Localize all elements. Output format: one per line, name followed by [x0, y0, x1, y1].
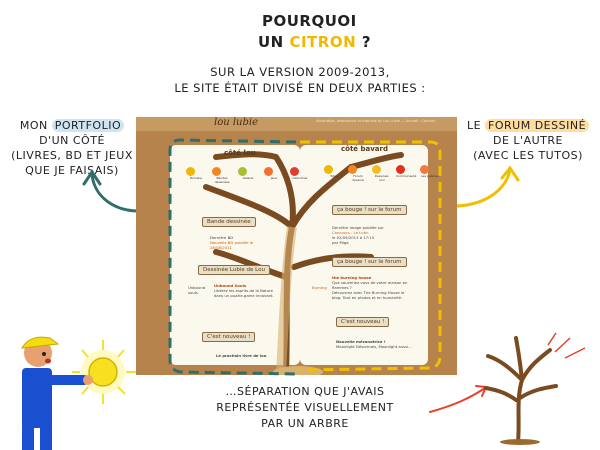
forum-label: Le forum dessiné de l'autre (avec les tu… [458, 118, 598, 163]
bottom-line-3: par un arbre [261, 417, 349, 430]
site-logo: lou lubie [214, 117, 258, 128]
title-line-2: un citron ? [258, 33, 371, 51]
forum-prefix: Le [466, 119, 486, 132]
portfolio-prefix: Mon [19, 119, 52, 132]
meca-title[interactable]: Nouvelle mécanotrice ! [336, 339, 386, 344]
title-line-1: Pourquoi [262, 12, 357, 30]
unbound-desc: Libérez les esprits de la Nature dans un… [214, 288, 274, 298]
fruit-item[interactable]: Communauté [396, 165, 416, 182]
portfolio-label-line-1: Mon portfolio [6, 118, 138, 133]
character-icon [21, 336, 136, 450]
fruit-item[interactable]: Les galeries [420, 165, 440, 182]
sparkle-red [547, 332, 586, 359]
bd-text-1: Dernière BD [210, 235, 234, 240]
forum-text-4: par Miga [332, 240, 349, 245]
forum-text-1: Dernière image publiée sur [332, 225, 384, 230]
burning-desc: Découvrez avec The Burning House le blog… [332, 290, 405, 300]
fruit-item[interactable]: Bandes dessinées [212, 167, 232, 184]
burning-block: the burning house Que sauveriez-vous de … [332, 275, 412, 300]
title-suffix: ? [356, 33, 372, 51]
unbound-title[interactable]: Unbound Souls [214, 283, 247, 288]
bd-block: Dernière BD Nouvelle BD publiée le 28/08… [210, 235, 275, 250]
right-side-title: côté bavard [341, 145, 388, 153]
bottom-text: …séparation que j'avais représentée visu… [190, 384, 420, 432]
forum-label-line-1: Le forum dessiné [458, 118, 598, 133]
banner-lubie: Dessinée Lubie de Lou [198, 265, 270, 275]
portfolio-label: Mon portfolio d'un côté (livres, BD et j… [6, 118, 138, 178]
forum-text-2[interactable]: Concours - Le Lutin [332, 230, 369, 235]
bd-text-2[interactable]: Nouvelle BD publiée le 28/08/2011 [210, 240, 254, 250]
fruit-item[interactable]: Forum dessiné [348, 165, 368, 182]
left-side-title: côté lou [224, 149, 256, 157]
title-highlight: citron [289, 33, 357, 51]
forum-label-line-2: de l'autre [493, 134, 563, 147]
burning-title[interactable]: the burning house [332, 275, 372, 280]
website-screenshot: lou lubie Illustration, webcomics et tut… [136, 117, 457, 375]
site-header [136, 117, 457, 131]
arrow-right-head [500, 165, 520, 182]
fruit-item[interactable]: Galerie [238, 167, 258, 184]
burning-label[interactable]: Burning [312, 285, 327, 290]
forum-label-line-3: (avec les tutos) [473, 149, 583, 162]
left-dashed-frame [168, 138, 297, 376]
arrow-left-head [82, 169, 102, 186]
unbound-block: Unbound Souls Libérez les esprits de la … [214, 283, 276, 298]
forum-text-3: le 02/09/2013 à 17:15 [332, 235, 375, 240]
banner-nouveau-left: C'est nouveau ! [202, 332, 256, 342]
fruit-item[interactable]: Romans [186, 167, 206, 184]
bottom-line-2: représentée visuellement [216, 401, 394, 414]
banner-bouge-2: ça bouge ! sur le forum [332, 257, 407, 267]
left-fruits: Romans Bandes dessinées Galerie Jeux Cal… [186, 167, 310, 184]
meca-block: Nouvelle mécanotrice ! Moonlight Désorma… [336, 339, 416, 349]
bottom-line-1: …séparation que j'avais [225, 385, 385, 398]
right-fruits: Tutos Forum dessiné Dessinez-moi Communa… [324, 165, 440, 182]
banner-bouge: ça bouge ! sur le forum [332, 205, 407, 215]
title-prefix: un [258, 33, 290, 51]
intro-line-1: Sur la version 2009-2013, [210, 65, 390, 79]
fruit-item[interactable]: Jeux [264, 167, 284, 184]
site-header-links: Illustration, webcomics et tutoriels by … [316, 119, 436, 123]
bare-tree-icon [484, 336, 558, 445]
banner-bd: Bande dessinée [202, 217, 256, 227]
forum-highlight: forum dessiné [485, 119, 590, 132]
forum-block: Dernière image publiée sur Concours - Le… [332, 225, 412, 245]
fruit-item[interactable]: Calendrier [290, 167, 310, 184]
portfolio-label-line-4: que je faisais) [25, 164, 119, 177]
portfolio-label-line-3: (livres, BD et jeux [11, 149, 133, 162]
prochain-livre[interactable]: Le prochain livre de lou [216, 353, 267, 358]
intro-text: Sur la version 2009-2013, le site était … [165, 64, 435, 96]
lemon-icon [72, 340, 136, 404]
unbound-label[interactable]: Unbound souls [188, 285, 206, 295]
portfolio-label-line-2: d'un côté [39, 134, 105, 147]
meca-desc: Moonlight Désormais, Moonlight aussi... [336, 344, 412, 349]
arrow-red-icon [429, 387, 486, 413]
fruit-item[interactable]: Tutos [324, 165, 344, 182]
banner-nouveau-right: C'est nouveau ! [336, 317, 390, 327]
portfolio-highlight: portfolio [51, 119, 125, 132]
burning-q: Que sauveriez-vous de votre maison en fl… [332, 280, 408, 290]
right-dashed-frame [299, 140, 442, 372]
intro-line-2: le site était divisé en deux parties : [174, 81, 426, 95]
fruit-item[interactable]: Dessinez-moi [372, 165, 392, 182]
